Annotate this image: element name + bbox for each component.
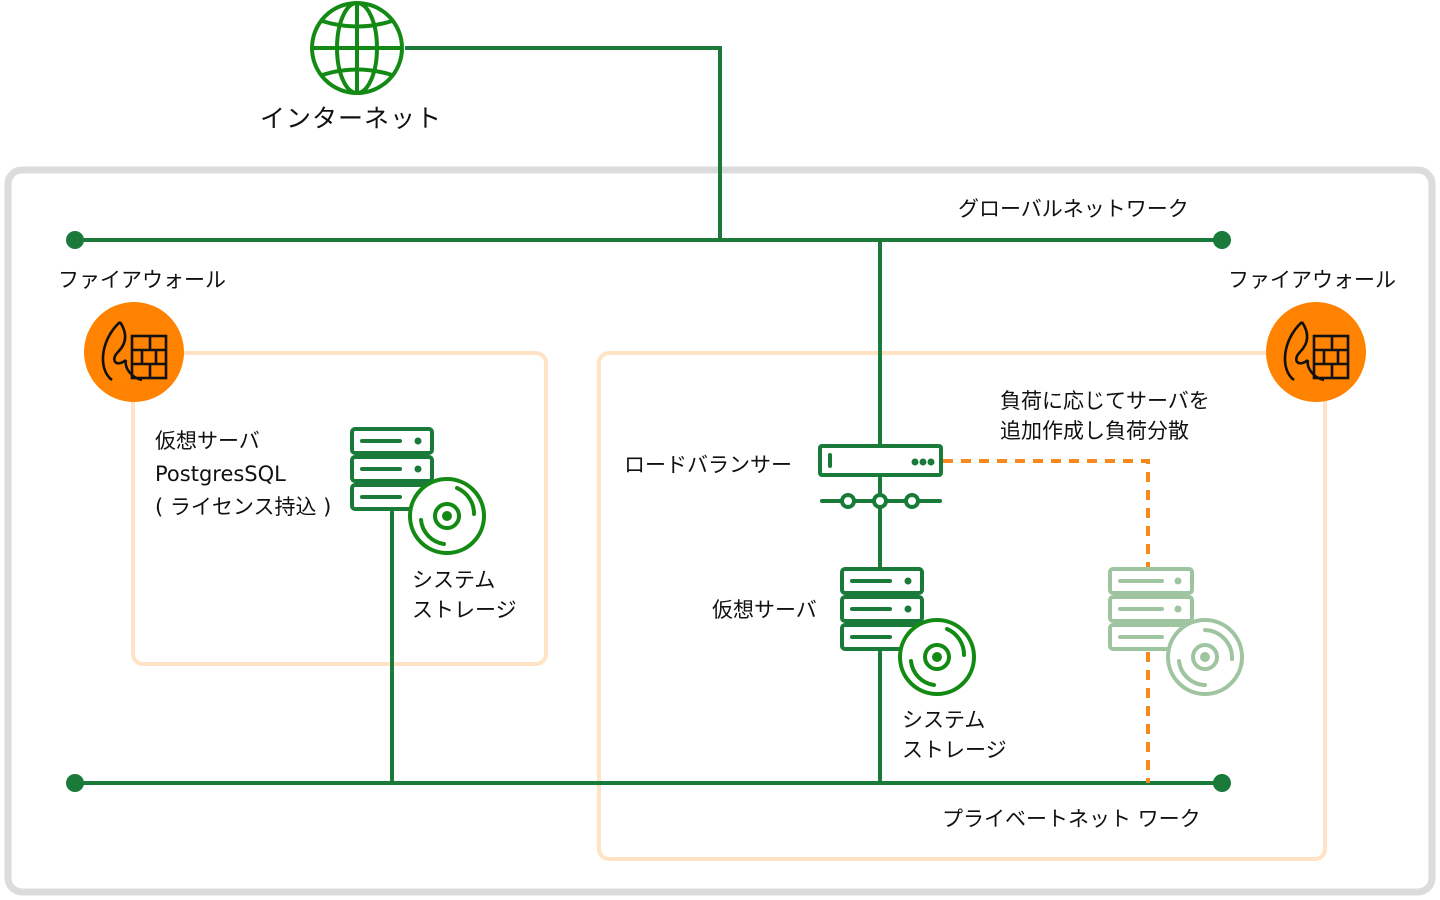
firewall-label-right: ファイアウォール bbox=[1228, 268, 1396, 292]
private-network-endpoint-left bbox=[66, 774, 84, 792]
global-network-endpoint-left bbox=[66, 231, 84, 249]
firewall-label-left: ファイアウォール bbox=[58, 268, 226, 292]
firewall-icon-left bbox=[84, 302, 184, 402]
web-storage-disk-icon bbox=[898, 618, 976, 696]
firewall-icon-right bbox=[1266, 302, 1366, 402]
autoscale-label: 負荷に応じてサーバを 追加作成し負荷分散 bbox=[1000, 389, 1210, 443]
load-balancer-icon bbox=[818, 444, 943, 509]
private-network-endpoint-right bbox=[1213, 774, 1231, 792]
globe-icon bbox=[310, 1, 404, 95]
internet-label: インターネット bbox=[260, 104, 443, 133]
db-storage-label: システム ストレージ bbox=[412, 568, 517, 622]
db-server-label: 仮想サーバ PostgresSQL ( ライセンス持込 ) bbox=[155, 429, 332, 519]
autoscaled-storage-disk-icon bbox=[1166, 618, 1244, 696]
db-storage-disk-icon bbox=[408, 477, 486, 555]
global-network-endpoint-right bbox=[1213, 231, 1231, 249]
web-server-label: 仮想サーバ bbox=[712, 598, 817, 622]
private-network-label: プライベートネット ワーク bbox=[942, 807, 1201, 831]
web-storage-label: システム ストレージ bbox=[902, 708, 1007, 762]
autoscale-dashed-path bbox=[943, 459, 1150, 783]
load-balancer-label: ロードバランサー bbox=[624, 453, 792, 477]
firewall-zone-left bbox=[131, 351, 548, 666]
internet-uplink bbox=[405, 46, 722, 240]
firewall-zone-right bbox=[597, 351, 1327, 861]
global-network-label: グローバルネットワーク bbox=[958, 197, 1189, 221]
